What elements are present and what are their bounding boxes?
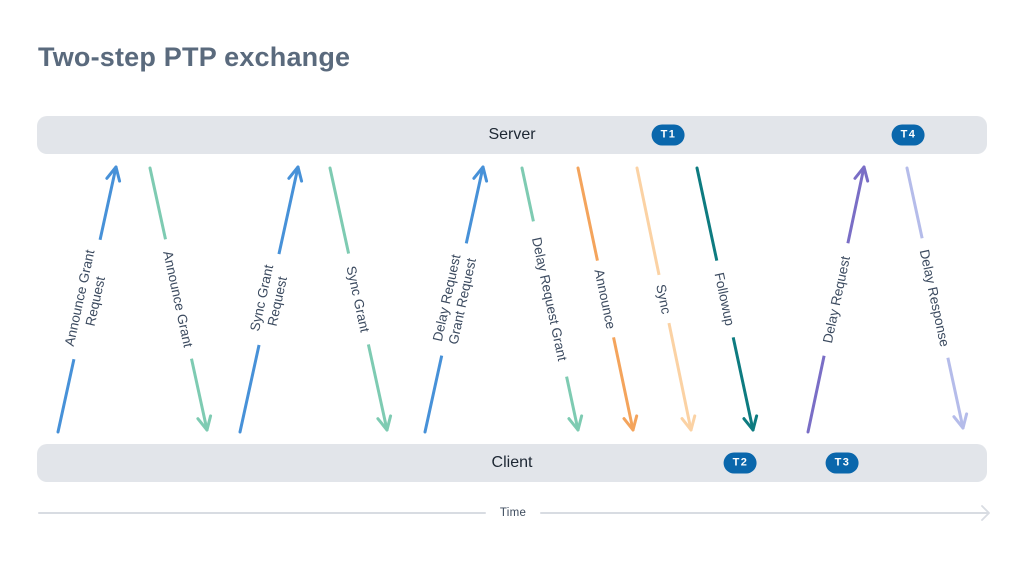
time-axis-label: Time — [499, 507, 527, 519]
time-axis-line-left — [38, 512, 486, 514]
arrowhead-icon — [287, 165, 304, 183]
message-arrow-announce-grant-request: Announce GrantRequest — [54, 165, 122, 434]
message-arrow-sync-grant: Sync Grant — [328, 166, 393, 432]
timestamp-badge-t3: T3 — [825, 452, 859, 474]
arrowhead-icon — [105, 165, 122, 183]
arrowhead-icon — [742, 414, 759, 432]
message-label-sync: Sync — [653, 283, 674, 316]
message-arrow-delay-request: Delay Request — [806, 165, 870, 434]
message-arrow-sync-grant-request: Sync GrantRequest — [238, 165, 304, 434]
arrowhead-icon — [567, 414, 584, 432]
arrowhead-icon — [472, 165, 489, 183]
arrowhead-icon — [853, 165, 870, 183]
arrowhead-icon — [376, 414, 393, 432]
arrowhead-icon — [622, 414, 639, 432]
time-axis: Time — [38, 504, 990, 522]
server-lane-label: Server — [488, 126, 536, 143]
message-arrow-delay-request-grant-request: Delay RequestGrant Request — [422, 165, 489, 434]
message-arrow-announce-grant: Announce Grant — [148, 166, 213, 432]
arrowhead-icon — [680, 414, 697, 432]
timestamp-badge-t4: T4 — [891, 124, 925, 146]
time-axis-arrowhead-icon — [981, 505, 990, 521]
arrowhead-icon — [196, 414, 213, 432]
message-arrow-sync: Sync — [635, 166, 697, 432]
message-arrow-delay-response: Delay Response — [905, 166, 969, 430]
client-lane: Client T2 T3 — [37, 444, 987, 482]
message-arrow-followup: Followup — [695, 166, 759, 432]
server-lane: Server T1 T4 — [37, 116, 987, 154]
page-title: Two-step PTP exchange — [38, 42, 351, 72]
timestamp-badge-t2: T2 — [723, 452, 757, 474]
message-arrow-delay-request-grant: Delay Request Grant — [520, 166, 584, 432]
timestamp-badge-t1: T1 — [651, 124, 685, 146]
arrowhead-icon — [952, 412, 969, 430]
client-lane-label: Client — [491, 454, 533, 471]
time-axis-line-right — [540, 505, 990, 521]
message-arrow-announce: Announce — [576, 166, 639, 432]
